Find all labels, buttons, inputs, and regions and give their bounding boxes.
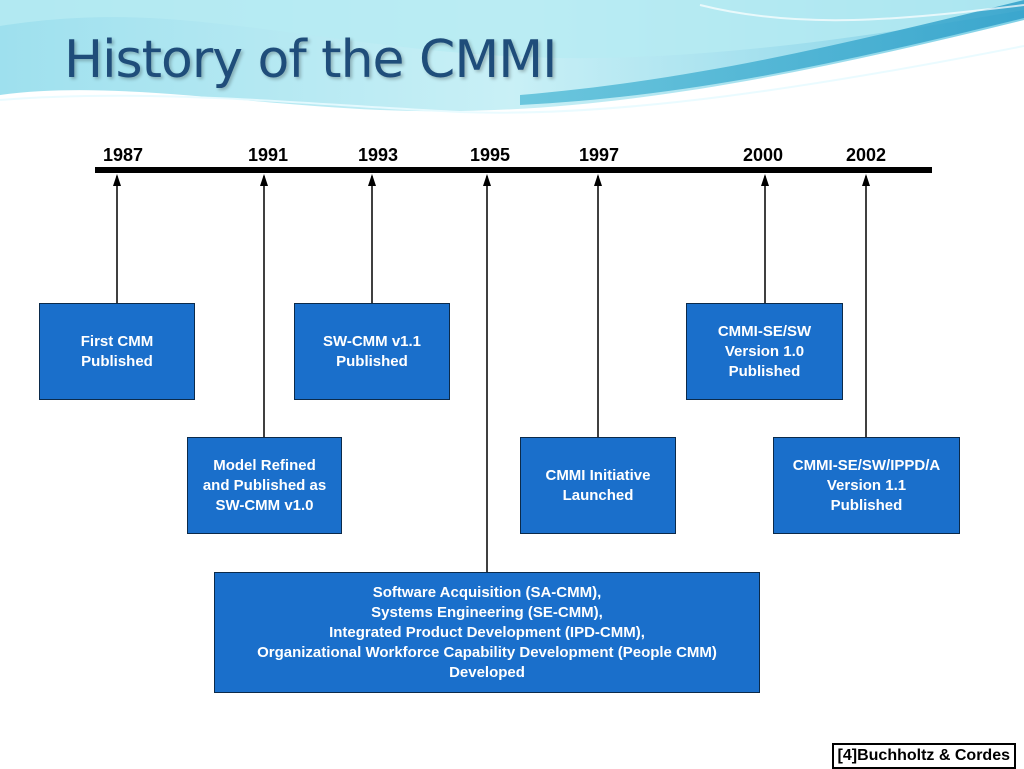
event-box-other-cmms: Software Acquisition (SA-CMM), Systems E… (214, 572, 760, 693)
arrowhead-2000 (761, 174, 769, 186)
header-wave-background (0, 0, 1024, 130)
event-box-cmmi-initiative: CMMI Initiative Launched (520, 437, 676, 534)
event-box-sw-cmm-v1-0: Model Refined and Published as SW-CMM v1… (187, 437, 342, 534)
timeline-year-1987: 1987 (102, 145, 144, 165)
arrowhead-1995 (483, 174, 491, 186)
event-box-first-cmm: First CMM Published (39, 303, 195, 400)
slide-title: History of the CMMI (64, 30, 557, 90)
event-box-cmmi-v1-0: CMMI-SE/SW Version 1.0 Published (686, 303, 843, 400)
arrowhead-1993 (368, 174, 376, 186)
arrowhead-1987 (113, 174, 121, 186)
arrowhead-1991 (260, 174, 268, 186)
timeline-year-2000: 2000 (742, 145, 784, 165)
citation-label: [4]Buchholtz & Cordes (831, 743, 1016, 769)
timeline-year-1997: 1997 (578, 145, 620, 165)
arrowhead-1997 (594, 174, 602, 186)
event-box-sw-cmm-v1-1: SW-CMM v1.1 Published (294, 303, 450, 400)
timeline-year-1991: 1991 (247, 145, 289, 165)
timeline-year-1995: 1995 (469, 145, 511, 165)
timeline-year-2002: 2002 (845, 145, 887, 165)
timeline-year-1993: 1993 (357, 145, 399, 165)
arrowhead-2002 (862, 174, 870, 186)
event-box-cmmi-v1-1: CMMI-SE/SW/IPPD/A Version 1.1 Published (773, 437, 960, 534)
